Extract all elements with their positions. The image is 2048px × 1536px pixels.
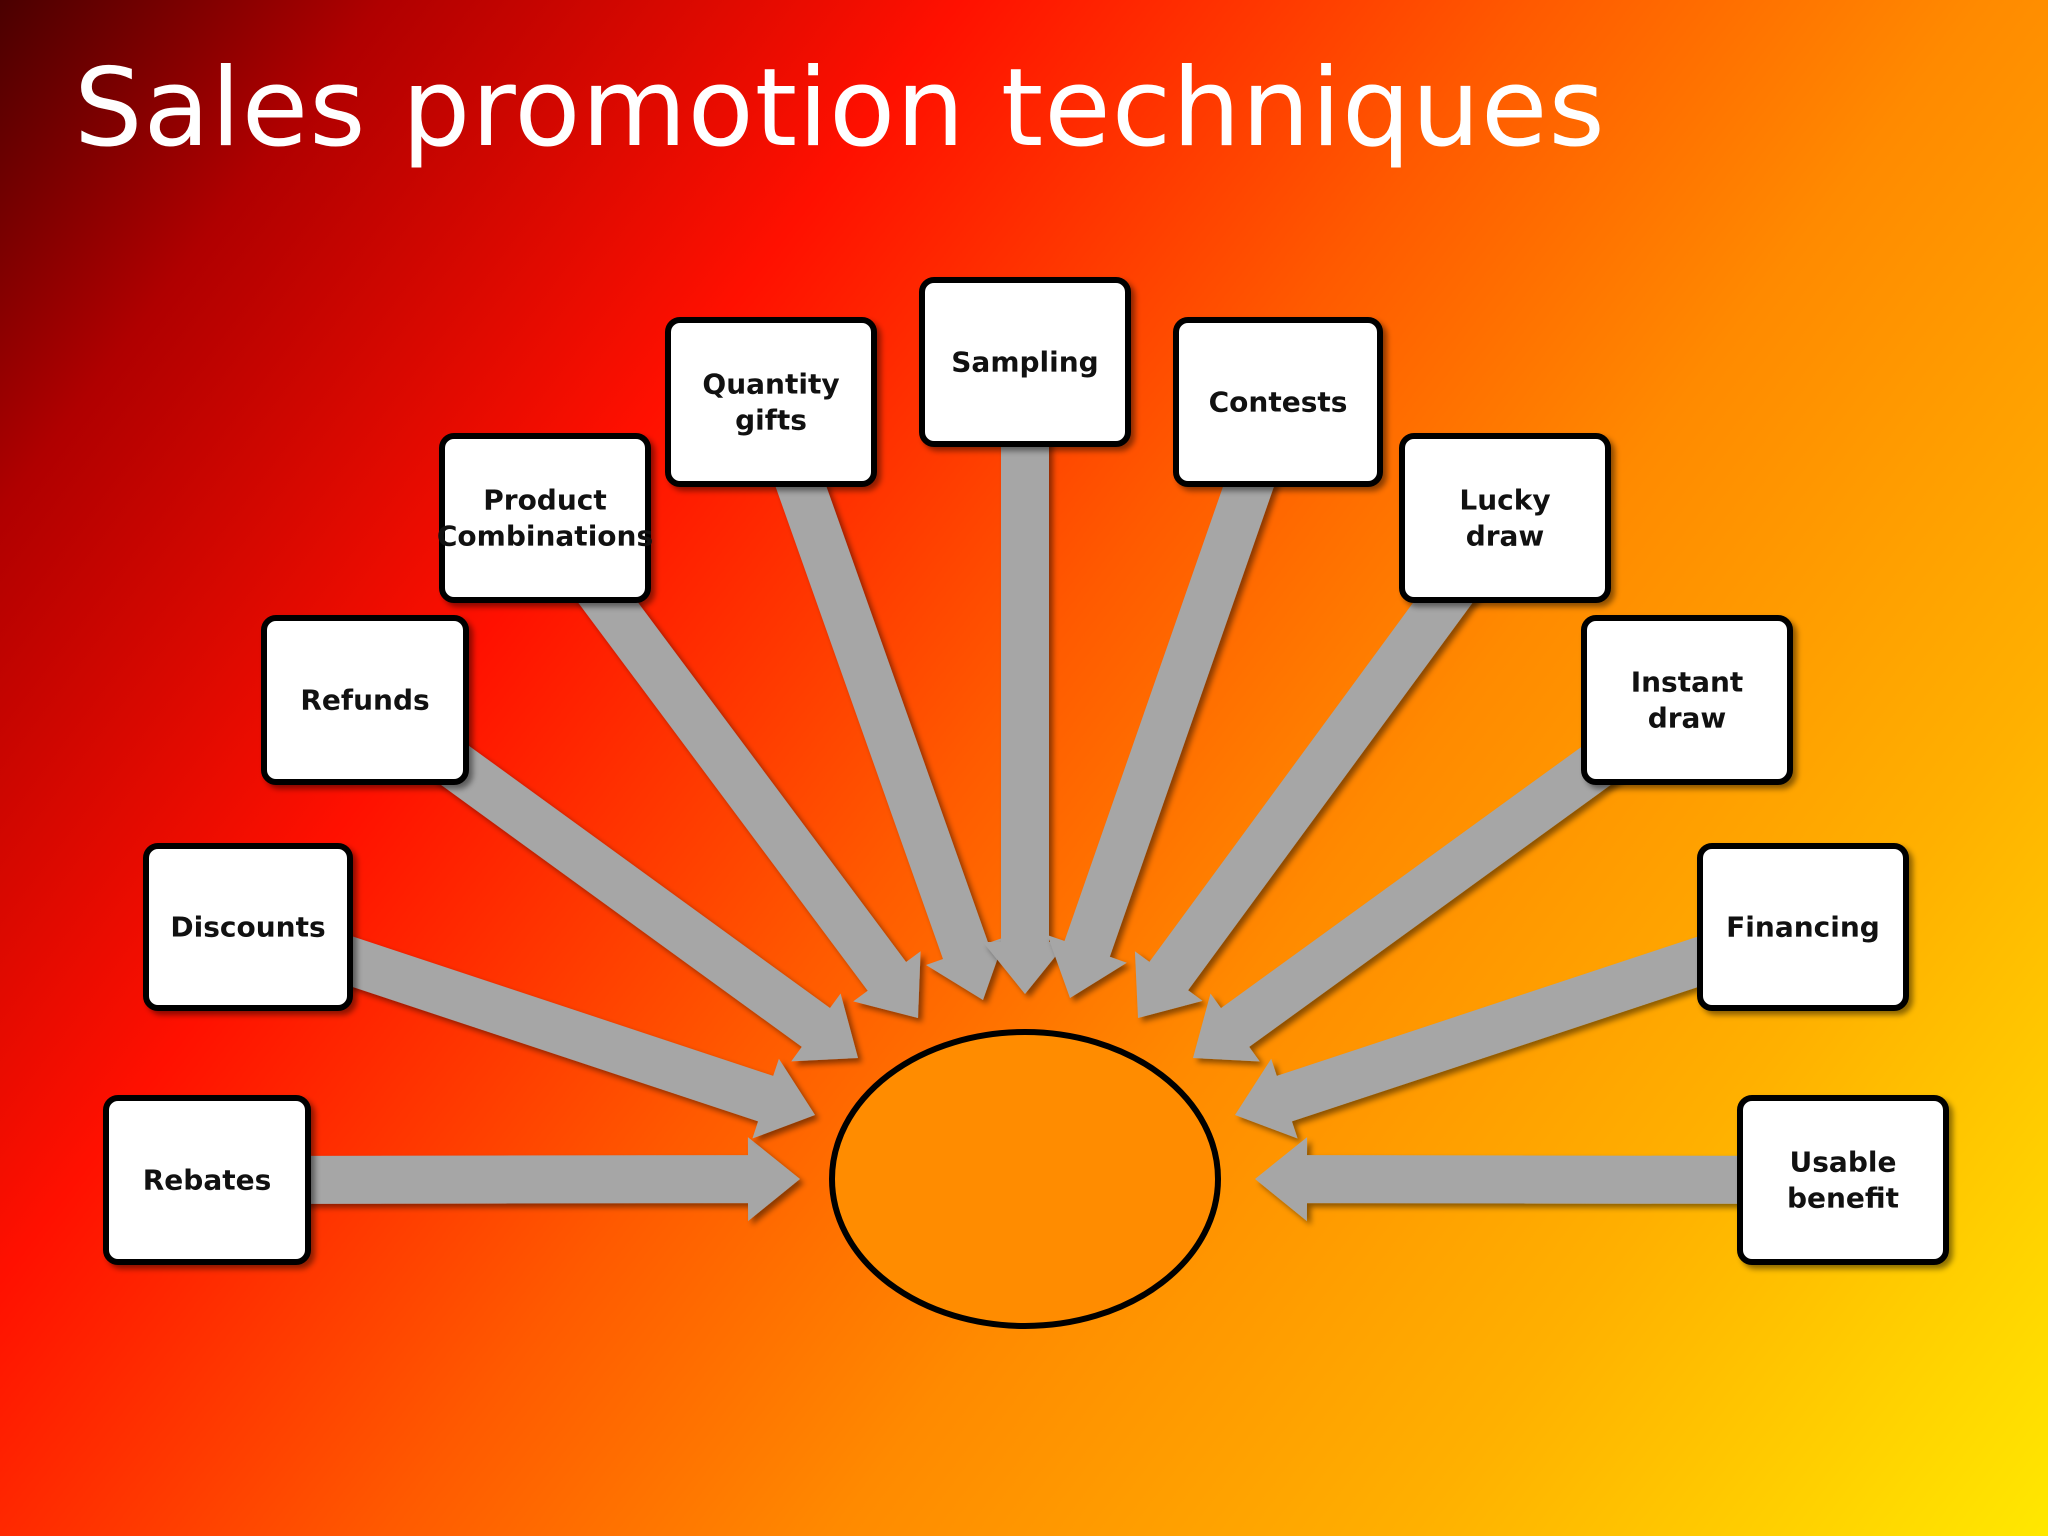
technique-label: benefit (1787, 1182, 1899, 1215)
technique-label: Contests (1209, 386, 1348, 419)
technique-box-frame (439, 433, 651, 603)
arrow-instant-draw (1193, 680, 1702, 1062)
technique-box-discounts: Discounts (143, 843, 353, 1011)
arrow-financing (1235, 904, 1811, 1139)
arrow-quantity-gifts (748, 394, 1006, 1000)
technique-box-frame (1737, 1095, 1949, 1265)
arrow-product-combinations (525, 503, 921, 1019)
arrow-lucky-draw (1134, 503, 1525, 1018)
technique-label: Discounts (170, 911, 325, 944)
technique-label: gifts (735, 404, 807, 437)
technique-label: Rebates (143, 1164, 272, 1197)
arrows-layer (207, 362, 1843, 1222)
technique-label: Financing (1726, 911, 1880, 944)
technique-label: draw (1466, 520, 1545, 553)
arrow-sampling (983, 362, 1067, 994)
technique-box-frame (1581, 615, 1793, 785)
technique-box-frame (1173, 317, 1383, 487)
technique-label: Refunds (300, 684, 429, 717)
technique-label: Sampling (951, 346, 1098, 379)
arrow-rebates (207, 1137, 800, 1222)
technique-label: Combinations (437, 520, 653, 553)
boxes-layer: Rebates Discounts Refunds ProductCombinatio… (103, 277, 1949, 1265)
technique-box-frame (919, 277, 1131, 447)
technique-box-refunds: Refunds (261, 615, 469, 785)
technique-box-contests: Contests (1173, 317, 1383, 487)
center-hub (829, 1029, 1221, 1329)
arrow-contests (1047, 394, 1301, 999)
technique-box-financing: Financing (1697, 843, 1909, 1011)
technique-box-sampling: Sampling (919, 277, 1131, 447)
technique-label: Quantity (702, 368, 839, 401)
technique-label: Lucky (1459, 484, 1550, 517)
technique-label: draw (1648, 702, 1727, 735)
technique-box-frame (143, 843, 353, 1011)
technique-box-frame (665, 317, 877, 487)
technique-box-frame (1697, 843, 1909, 1011)
technique-box-frame (1399, 433, 1611, 603)
technique-box-rebates: Rebates (103, 1095, 311, 1265)
technique-box-frame (261, 615, 469, 785)
arrow-usable-benefit (1255, 1137, 1843, 1222)
arrow-refunds (350, 680, 858, 1062)
arrow-discounts (240, 904, 815, 1139)
technique-label: Product (483, 484, 607, 517)
slide-title: Sales promotion techniques (74, 46, 1606, 171)
technique-box-frame (103, 1095, 311, 1265)
technique-label: Instant (1631, 666, 1744, 699)
technique-label: Usable (1790, 1146, 1897, 1179)
